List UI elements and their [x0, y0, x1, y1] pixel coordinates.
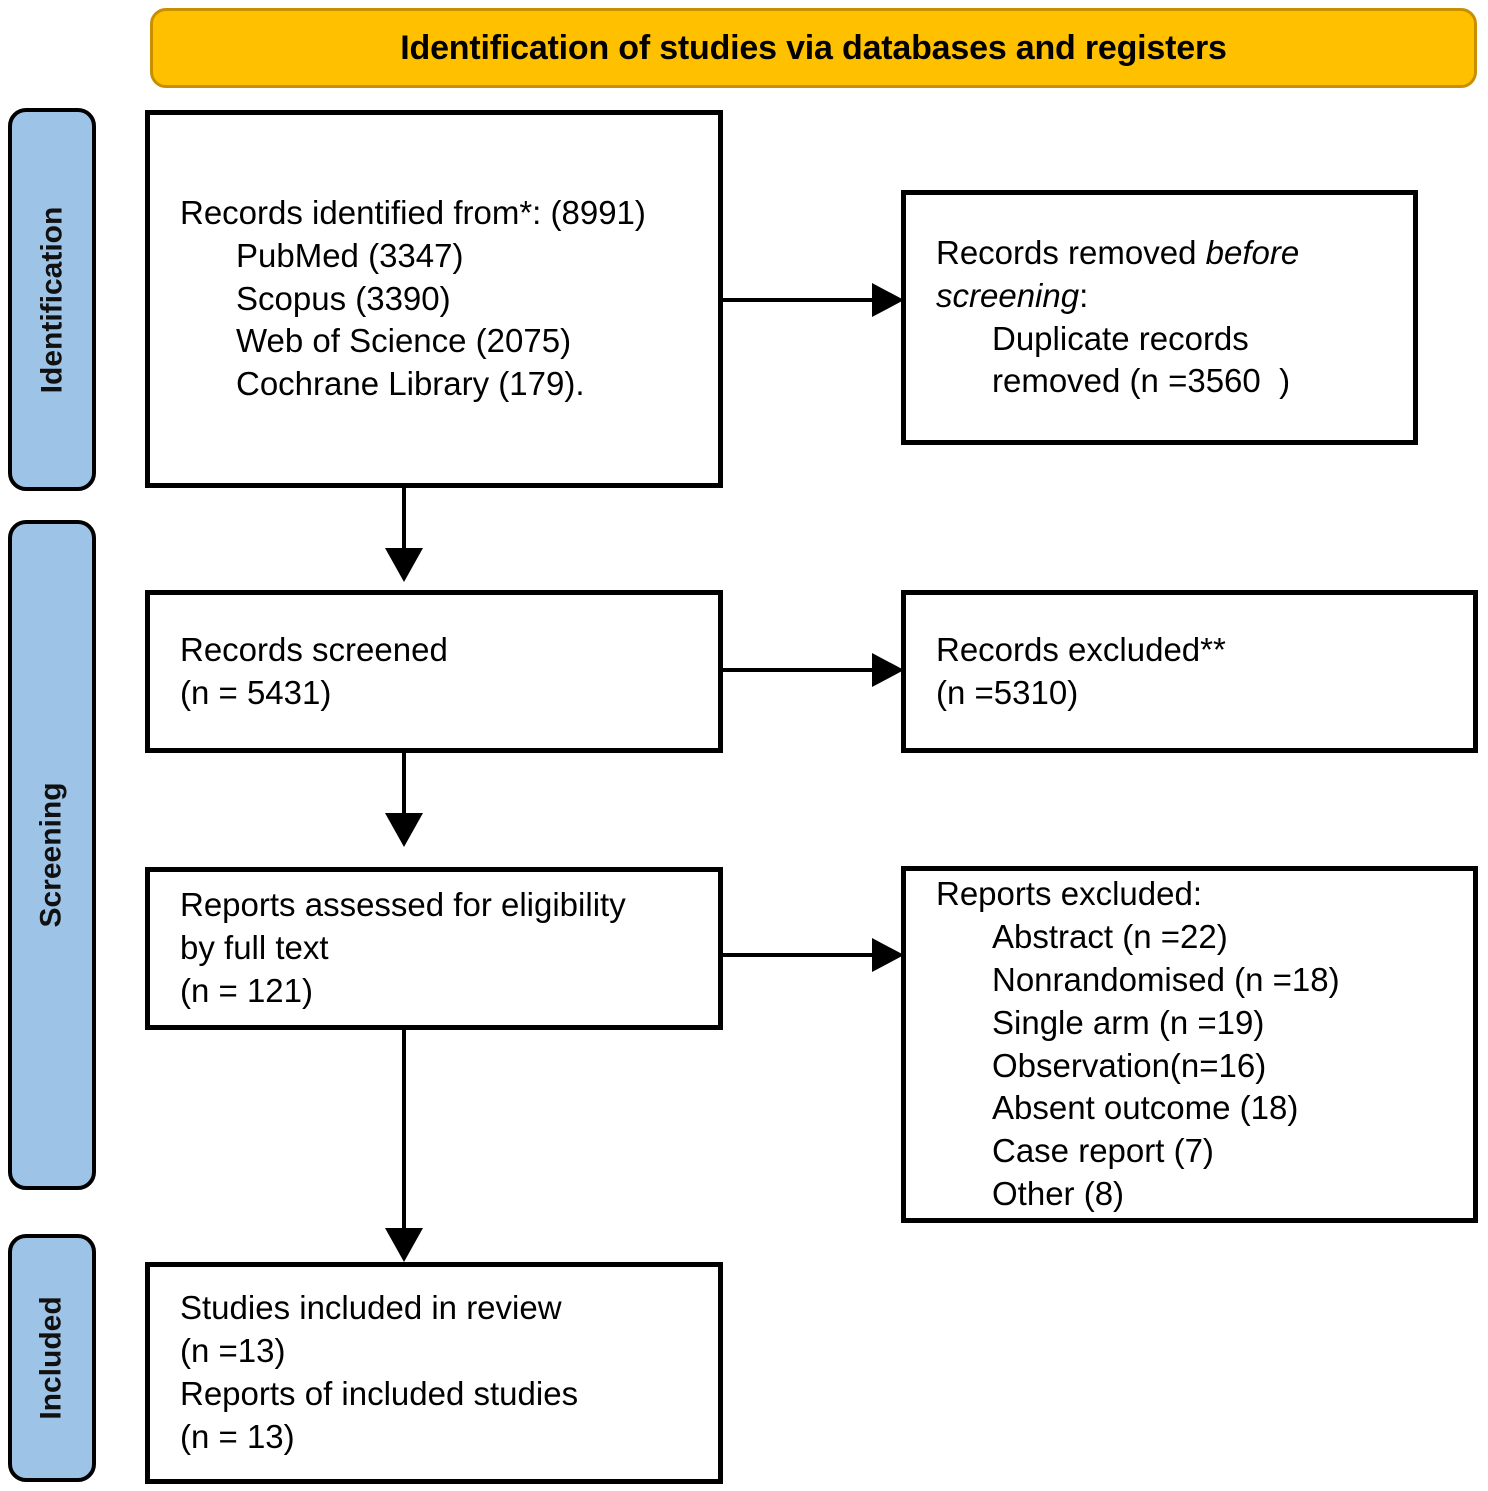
arrowhead-assessed-to-included: [385, 1228, 423, 1262]
studies-included-label: Studies included in review: [180, 1289, 562, 1327]
connector-assessed-to-reports-excluded: [723, 953, 878, 957]
arrowhead-assessed-to-reports-excluded: [872, 938, 904, 972]
box-studies-included: Studies included in review (n =13) Repor…: [145, 1262, 723, 1484]
stage-sidebar-screening-label: Screening: [35, 782, 68, 928]
records-identified-source-cochrane: Cochrane Library (179).: [236, 365, 585, 403]
box-records-screened: Records screened (n = 5431): [145, 590, 723, 753]
reports-assessed-label-line1: Reports assessed for eligibility: [180, 886, 626, 924]
records-identified-source-scopus: Scopus (3390): [236, 279, 451, 317]
records-removed-colon: :: [1079, 276, 1089, 314]
records-identified-source-pubmed: PubMed (3347): [236, 236, 464, 274]
records-removed-prefix: Records removed: [936, 233, 1206, 271]
box-reports-excluded: Reports excluded: Abstract (n =22) Nonra…: [901, 866, 1478, 1223]
records-screened-label: Records screened: [180, 630, 448, 668]
reports-included-count: (n = 13): [180, 1417, 295, 1455]
arrowhead-identified-to-removed: [872, 283, 904, 317]
phase-banner-title: Identification of studies via databases …: [400, 28, 1227, 67]
reports-excluded-reason-observation: Observation(n=16): [992, 1046, 1267, 1084]
box-reports-assessed: Reports assessed for eligibility by full…: [145, 867, 723, 1030]
records-excluded-count: (n =5310): [936, 673, 1079, 711]
reports-excluded-reason-abstract: Abstract (n =22): [992, 917, 1228, 955]
box-records-removed-content: Records removed before screening: Duplic…: [906, 232, 1413, 404]
phase-banner-identification: Identification of studies via databases …: [150, 8, 1477, 88]
reports-assessed-count: (n = 121): [180, 971, 313, 1009]
records-removed-duplicate-line1: Duplicate records: [992, 319, 1249, 357]
stage-sidebar-included-label: Included: [35, 1296, 68, 1420]
box-reports-assessed-content: Reports assessed for eligibility by full…: [150, 884, 718, 1013]
box-records-excluded-content: Records excluded** (n =5310): [906, 629, 1473, 715]
reports-excluded-reason-single-arm: Single arm (n =19): [992, 1003, 1265, 1041]
reports-excluded-reason-other: Other (8): [992, 1175, 1125, 1213]
box-records-identified: Records identified from*: (8991) PubMed …: [145, 110, 723, 488]
records-identified-total: Records identified from*: (8991): [180, 193, 646, 231]
box-records-excluded: Records excluded** (n =5310): [901, 590, 1478, 753]
stage-sidebar-identification: Identification: [8, 108, 96, 491]
arrowhead-screened-to-assessed: [385, 813, 423, 847]
records-removed-duplicate-line2: removed (n =3560 ): [992, 362, 1291, 400]
box-records-screened-content: Records screened (n = 5431): [150, 629, 718, 715]
box-records-removed-before-screening: Records removed before screening: Duplic…: [901, 190, 1418, 445]
studies-included-count: (n =13): [180, 1332, 286, 1370]
box-reports-excluded-content: Reports excluded: Abstract (n =22) Nonra…: [906, 873, 1473, 1216]
reports-assessed-label-line2: by full text: [180, 929, 329, 967]
records-screened-count: (n = 5431): [180, 673, 332, 711]
records-excluded-label: Records excluded**: [936, 630, 1226, 668]
reports-included-label: Reports of included studies: [180, 1375, 579, 1412]
connector-screened-to-assessed: [402, 753, 406, 818]
reports-excluded-reason-case-report: Case report (7): [992, 1132, 1214, 1170]
stage-sidebar-screening: Screening: [8, 520, 96, 1190]
records-removed-italic-before: before: [1205, 233, 1300, 271]
connector-screened-to-excluded: [723, 668, 878, 672]
box-records-identified-content: Records identified from*: (8991) PubMed …: [150, 192, 718, 406]
stage-sidebar-included: Included: [8, 1234, 96, 1482]
records-removed-heading-line1: Records removed before: [936, 232, 1413, 275]
reports-excluded-reason-absent-outcome: Absent outcome (18): [992, 1089, 1299, 1127]
records-identified-source-web-of-science: Web of Science (2075): [236, 322, 572, 360]
connector-assessed-to-included: [402, 1030, 406, 1235]
reports-excluded-reason-nonrandomised: Nonrandomised (n =18): [992, 960, 1340, 998]
arrowhead-screened-to-excluded: [872, 653, 904, 687]
box-studies-included-content: Studies included in review (n =13) Repor…: [150, 1287, 718, 1459]
records-removed-italic-screening: screening: [936, 276, 1080, 314]
records-removed-heading-line2: screening:: [936, 275, 1413, 318]
reports-excluded-heading: Reports excluded:: [936, 874, 1202, 912]
connector-identified-to-screened: [402, 488, 406, 553]
arrowhead-identified-to-screened: [385, 548, 423, 582]
connector-identified-to-removed: [723, 298, 878, 302]
stage-sidebar-identification-label: Identification: [35, 206, 69, 393]
